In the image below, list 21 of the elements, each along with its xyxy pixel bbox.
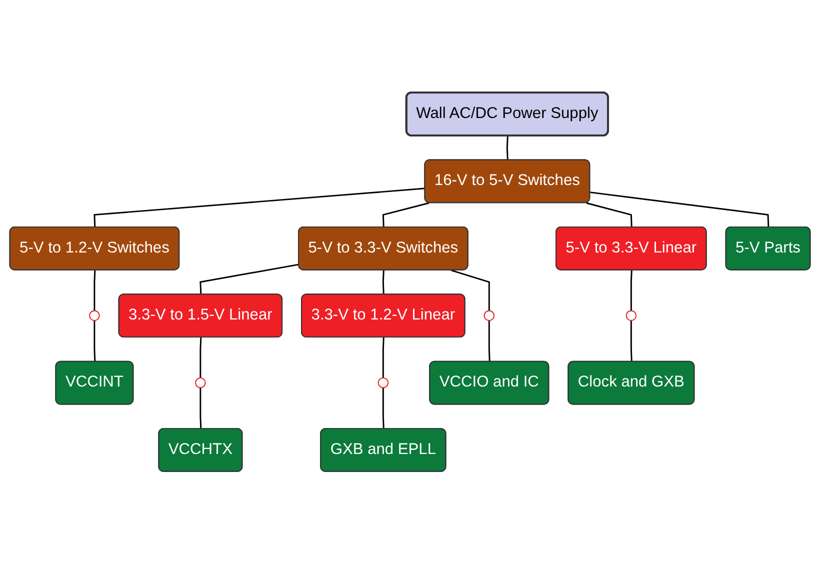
- connector: [630, 320, 632, 362]
- node-circle: [195, 377, 206, 388]
- connector: [630, 270, 632, 311]
- connector: [506, 136, 508, 160]
- connector: [200, 337, 202, 378]
- connector: [200, 264, 300, 295]
- connector: [590, 192, 770, 228]
- connector: [488, 320, 490, 362]
- node-circle: [626, 310, 637, 321]
- connector: [382, 337, 384, 378]
- connector: [586, 202, 632, 228]
- node-circle: [378, 377, 389, 388]
- node-circle: [89, 310, 100, 321]
- connector: [94, 188, 426, 228]
- connector: [94, 270, 96, 311]
- connector: [94, 320, 96, 362]
- connector: [382, 270, 384, 295]
- connector: [382, 388, 384, 430]
- connector: [382, 202, 430, 228]
- node-circle: [484, 310, 494, 321]
- connector: [200, 388, 202, 430]
